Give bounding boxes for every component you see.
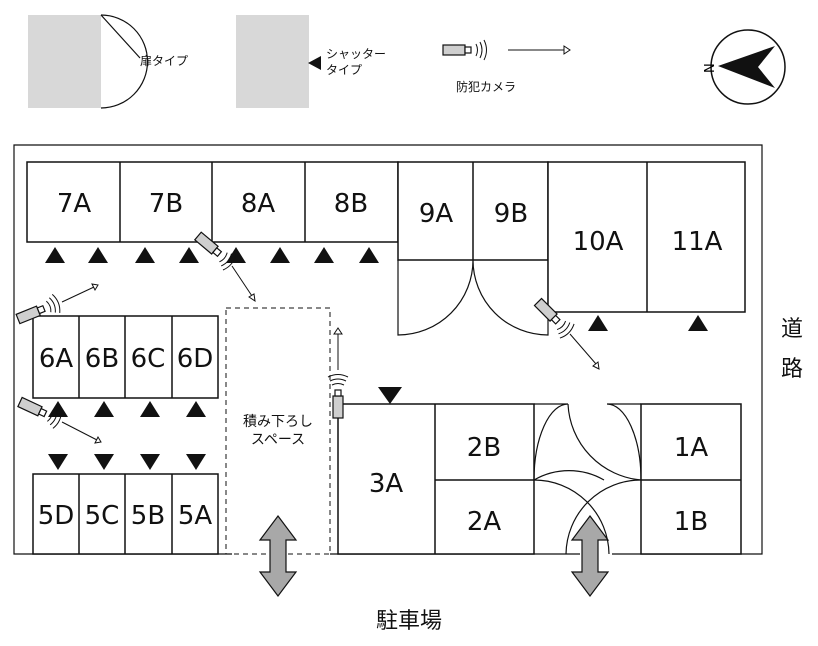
loading-space: 積み下ろし スペース (225, 307, 331, 555)
camera-icon (442, 39, 488, 61)
shutter-triangle-icon (186, 454, 206, 470)
shutter-triangle-icon (48, 454, 68, 470)
units-5: 5D 5C 5B 5A (32, 454, 219, 555)
unit-5B: 5B (131, 501, 165, 531)
shutter-triangle-icon (140, 401, 160, 417)
shutter-triangle-icon (186, 401, 206, 417)
entrance-arrow-right-icon (570, 515, 610, 597)
north-arrow-icon (718, 46, 775, 88)
unit-10A: 10A (573, 227, 624, 257)
shutter-triangle-icon (688, 315, 708, 331)
unit-9A: 9A (419, 199, 454, 229)
shutter-triangle-icon (378, 387, 402, 404)
units-2-3: 3A 2B 2A (337, 387, 535, 555)
shutter-triangle-icon (588, 315, 608, 331)
compass: N (703, 29, 786, 105)
door-swing-9A (397, 259, 474, 336)
shutter-swatch (236, 15, 309, 108)
road-label-1: 道 (781, 317, 803, 342)
road-label-2: 路 (781, 357, 803, 382)
unit-11A: 11A (672, 227, 723, 257)
shutter-type-label-2: タイプ (326, 63, 362, 77)
door-swatch (28, 15, 101, 108)
shutter-triangle-icon (94, 401, 114, 417)
cameras (13, 227, 600, 444)
unit-1A: 1A (674, 433, 709, 463)
shutter-triangle-icon (308, 56, 321, 70)
unit-2A: 2A (467, 507, 502, 537)
unit-6A: 6A (39, 344, 74, 374)
unit-6C: 6C (131, 344, 166, 374)
unit-6B: 6B (85, 344, 119, 374)
camera-label: 防犯カメラ (456, 79, 516, 94)
unit-5D: 5D (38, 501, 75, 531)
unit-2B: 2B (467, 433, 501, 463)
unit-8B: 8B (334, 189, 368, 219)
unit-7B: 7B (149, 189, 183, 219)
units-9: 9A 9B (397, 161, 549, 336)
legend: 扉タイプ シャッター タイプ 防犯カメラ N (28, 14, 786, 109)
door-swing-9B (472, 259, 549, 336)
shutter-triangle-icon (359, 247, 379, 263)
door-type-label: 扉タイプ (140, 54, 188, 68)
loading-space-label-1: 積み下ろし (243, 414, 313, 430)
shutter-triangle-icon (140, 454, 160, 470)
legend-camera: 防犯カメラ (442, 39, 571, 94)
unit-6D: 6D (177, 344, 214, 374)
unit-8A: 8A (241, 189, 276, 219)
loading-space-label-2: スペース (251, 432, 305, 448)
units-6: 6A 6B 6C 6D (32, 315, 219, 417)
legend-door-type: 扉タイプ (28, 14, 188, 109)
shutter-triangle-icon (135, 247, 155, 263)
unit-9B: 9B (494, 199, 528, 229)
shutter-type-label-1: シャッター (326, 47, 386, 61)
shutter-triangle-icon (94, 454, 114, 470)
units-1: 1A 1B (640, 403, 742, 555)
shutter-triangle-icon (88, 247, 108, 263)
shutter-triangle-icon (45, 247, 65, 263)
shutter-triangle-icon (48, 401, 68, 417)
unit-5A: 5A (178, 501, 213, 531)
unit-1B: 1B (674, 507, 708, 537)
unit-5C: 5C (85, 501, 120, 531)
shutter-triangle-icon (314, 247, 334, 263)
north-label: N (703, 63, 718, 73)
parking-label: 駐車場 (376, 609, 442, 634)
legend-shutter-type: シャッター タイプ (236, 15, 386, 108)
entrance-arrow-left-icon (258, 515, 298, 597)
units-10-11: 10A 11A (547, 161, 746, 331)
unit-3A: 3A (369, 469, 404, 499)
shutter-triangle-icon (179, 247, 199, 263)
unit-7A: 7A (57, 189, 92, 219)
shutter-triangle-icon (270, 247, 290, 263)
door-swings-1-2 (533, 403, 642, 555)
